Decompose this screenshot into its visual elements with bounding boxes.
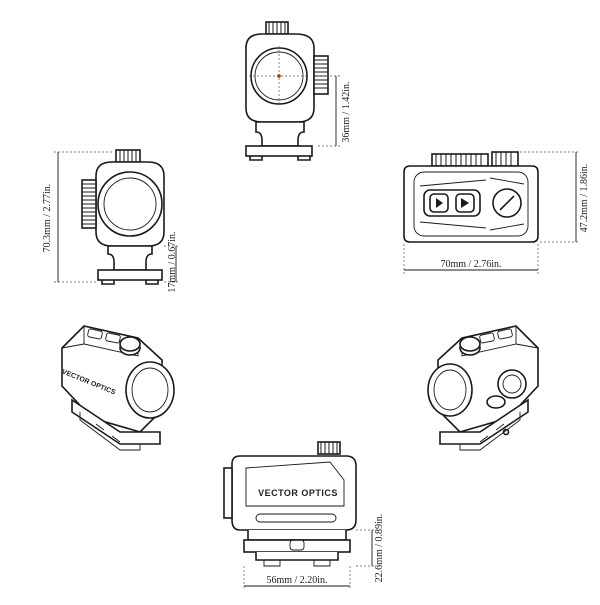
side-total-height-label: 70.3mm / 2.77in.	[42, 184, 53, 253]
rear-logo: VECTOR OPTICS	[258, 488, 338, 498]
top-view: 47.2mm / 1.86in. 70mm / 2.76in.	[403, 151, 590, 274]
triangle-right-icon	[461, 198, 469, 208]
top-length-label: 70mm / 2.76in.	[440, 259, 501, 270]
front-mount	[255, 121, 305, 147]
front-height-label: 36mm / 1.42in.	[341, 81, 352, 142]
rear-view: VECTOR OPTICS 22.6mm / 0.89in. 56mm / 2.…	[223, 441, 385, 590]
iso-left-mount	[71, 398, 161, 445]
iso-right-windage-turret-icon	[497, 369, 527, 399]
side-view: 70.3mm / 2.77in. 17mm / 0.67in.	[42, 149, 180, 293]
top-dial-rear-icon	[431, 153, 489, 167]
iso-right-mount	[439, 398, 529, 445]
side-mount-height-label: 17mm / 0.67in.	[167, 231, 178, 292]
rear-mount-height-label: 22.6mm / 0.89in.	[374, 514, 385, 583]
front-view: 36mm / 1.42in.	[245, 21, 352, 161]
rear-housing	[231, 455, 357, 531]
triangle-left-icon	[436, 198, 443, 208]
side-lens	[97, 171, 163, 237]
iso-right-view	[427, 325, 539, 451]
rear-width-label: 56mm / 2.20in.	[266, 575, 327, 586]
top-width-label: 47.2mm / 1.86in.	[579, 164, 590, 233]
iso-left-view: VECTOR OPTICS	[61, 325, 175, 451]
reticle-dot-icon	[277, 74, 281, 78]
rear-slot	[255, 513, 337, 523]
iso-right-lens	[427, 363, 473, 417]
side-mount	[107, 245, 153, 271]
iso-left-lens	[125, 361, 175, 419]
